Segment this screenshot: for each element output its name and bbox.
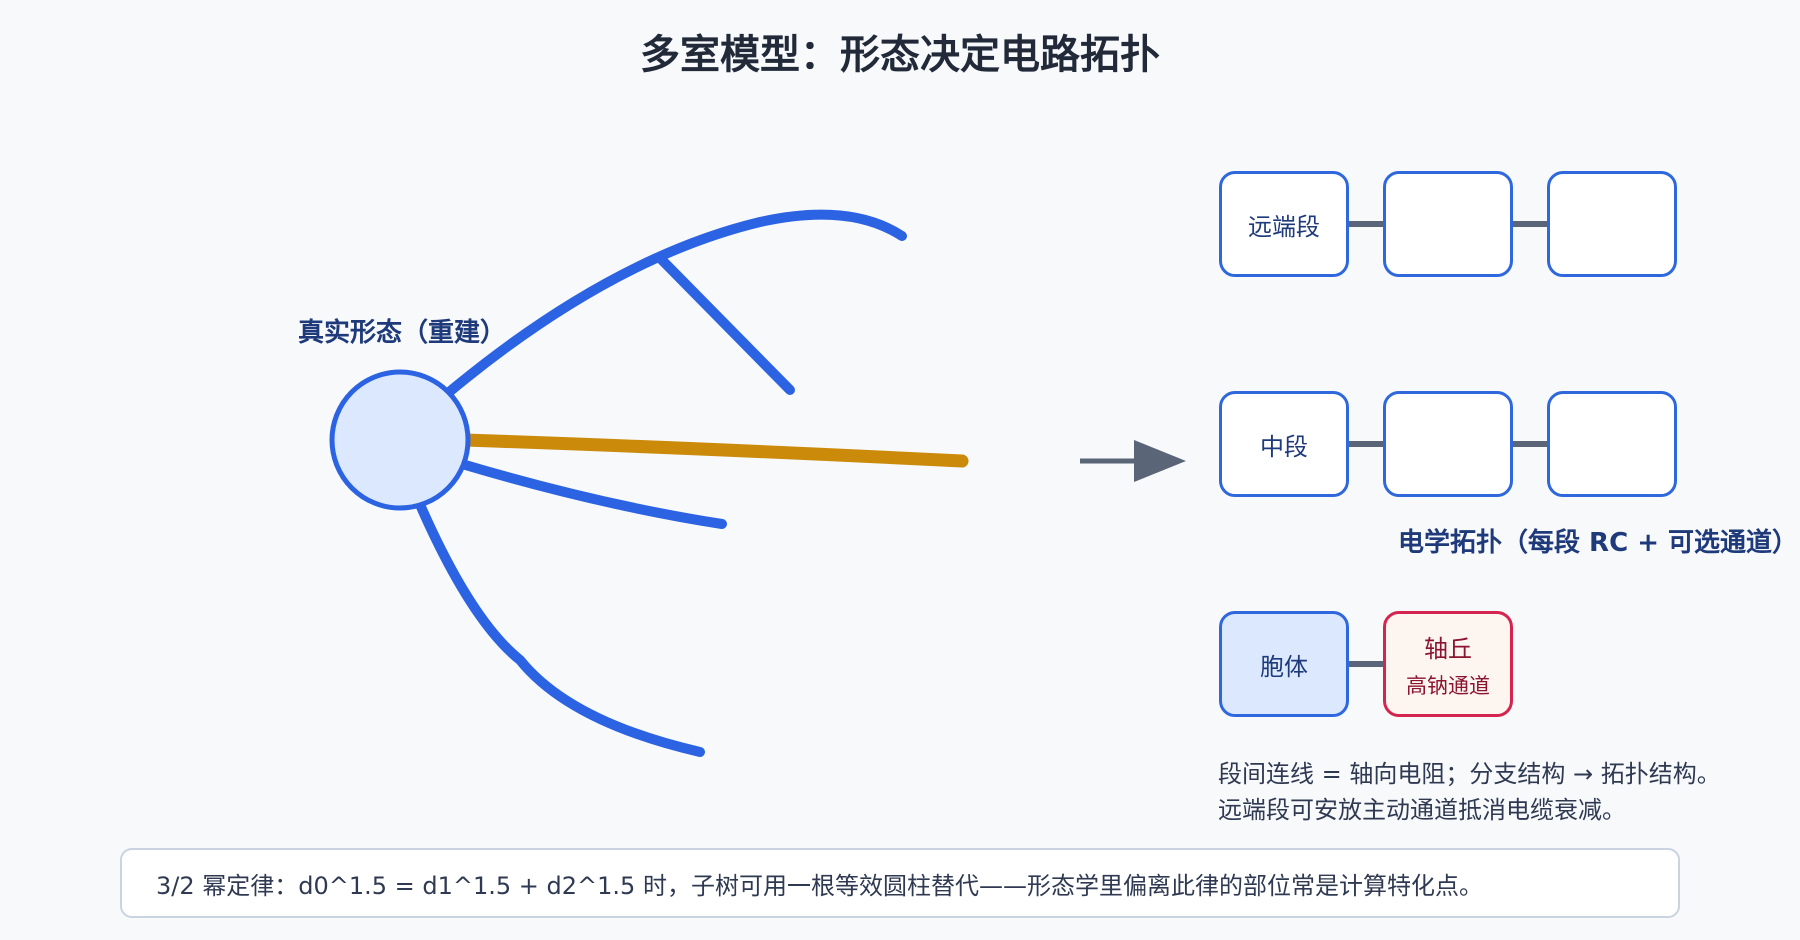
page-title: 多室模型：形态决定电路拓扑 <box>640 32 1160 78</box>
soma-circle <box>329 369 471 511</box>
middle-segment-box: 中段 <box>1219 391 1349 497</box>
distal-segment-box-2 <box>1383 171 1513 277</box>
dendrite-lower <box>413 495 705 757</box>
arrow-right-icon <box>1080 440 1186 482</box>
topology-notes: 段间连线 = 轴向电阻；分支结构 → 拓扑结构。 远端段可安放主动通道抵消电缆衰… <box>1218 756 1721 828</box>
soma-box: 胞体 <box>1219 611 1349 717</box>
axon <box>457 433 969 468</box>
axon-hillock-sublabel: 高钠通道 <box>1406 673 1490 698</box>
dendrite-upper-branch <box>655 253 795 395</box>
axial-connectors <box>1349 221 1548 667</box>
footer-text: 3/2 幂定律：d0^1.5 = d1^1.5 + d2^1.5 时，子树可用一… <box>156 871 1483 900</box>
footer-caption: 3/2 幂定律：d0^1.5 = d1^1.5 + d2^1.5 时，子树可用一… <box>120 848 1680 918</box>
note-line-1: 段间连线 = 轴向电阻；分支结构 → 拓扑结构。 <box>1218 760 1721 788</box>
distal-segment-label: 远端段 <box>1248 212 1320 241</box>
middle-segment-box-3 <box>1547 391 1677 497</box>
middle-segment-box-2 <box>1383 391 1513 497</box>
soma-box-label: 胞体 <box>1260 652 1308 681</box>
dendrite-middle-lower <box>457 459 727 529</box>
distal-segment-box: 远端段 <box>1219 171 1349 277</box>
topology-label: 电学拓扑（每段 RC + 可选通道） <box>1398 528 1799 558</box>
axon-hillock-box: 轴丘 高钠通道 <box>1383 611 1513 717</box>
morphology-label: 真实形态（重建） <box>298 318 507 348</box>
middle-segment-label: 中段 <box>1260 432 1308 461</box>
axon-hillock-label: 轴丘 <box>1424 634 1472 663</box>
distal-segment-box-3 <box>1547 171 1677 277</box>
note-line-2: 远端段可安放主动通道抵消电缆衰减。 <box>1218 796 1626 824</box>
dendrite-upper <box>443 209 907 398</box>
